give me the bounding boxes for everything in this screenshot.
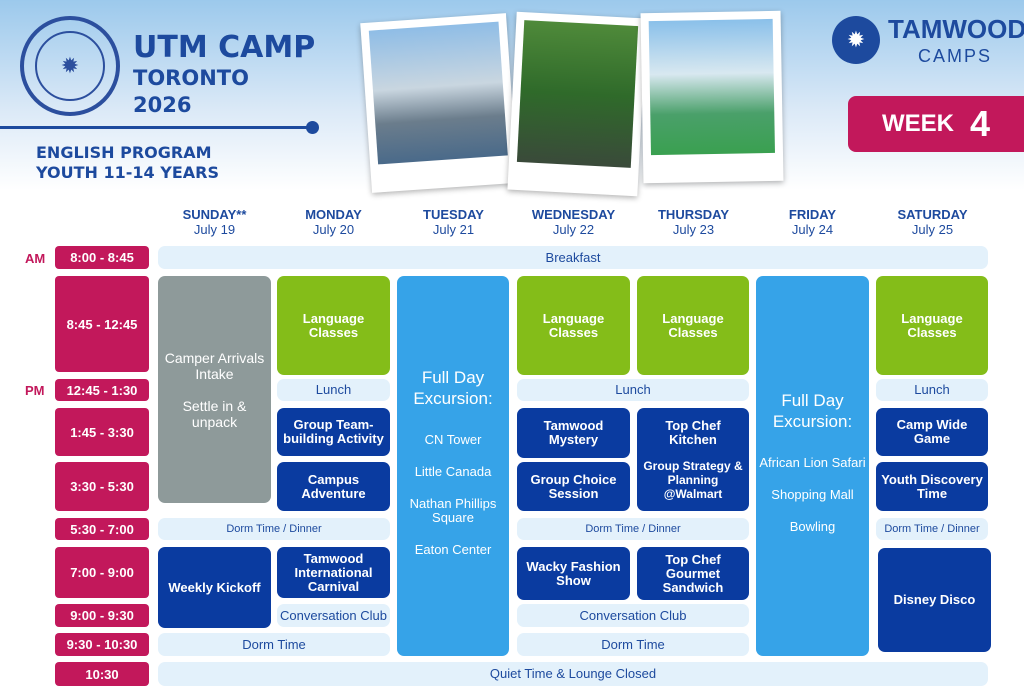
age-group: YOUTH 11-14 YEARS (36, 163, 219, 182)
wednesday-mystery: Tamwood Mystery (517, 408, 630, 458)
monday-campus-adventure: Campus Adventure (277, 462, 390, 511)
wednesday-group-choice: Group Choice Session (517, 462, 630, 511)
week-label: WEEK (881, 110, 954, 137)
photo-city-hall (360, 13, 518, 193)
saturday-language: Language Classes (876, 276, 988, 375)
week-badge: WEEK 4 (848, 96, 1024, 152)
monday-carnival: Tamwood International Carnival (277, 547, 390, 598)
time-slot: 10:30 (55, 662, 149, 686)
thursday-gourmet-sandwich: Top Chef Gourmet Sandwich (637, 547, 749, 600)
wed-thu-lunch: Lunch (517, 379, 749, 401)
sunday-weekly-kickoff: Weekly Kickoff (158, 547, 271, 628)
tuesday-excursion: Full Day Excursion: CN Tower Little Cana… (397, 276, 509, 656)
monday-lunch: Lunch (277, 379, 390, 401)
am-marker: AM (25, 251, 46, 266)
saturday-youth-discovery: Youth Discovery Time (876, 462, 988, 511)
pm-marker: PM (25, 383, 45, 398)
monday-team-building: Group Team-building Activity (277, 408, 390, 456)
time-slot: 7:00 - 9:00 (55, 547, 149, 598)
photo-group (507, 11, 647, 197)
brand-sub: CAMPS (918, 46, 993, 66)
photo-niagara (640, 10, 784, 184)
saturday-dorm-dinner: Dorm Time / Dinner (876, 518, 988, 540)
week-number: 4 (969, 103, 991, 144)
divider-line (0, 126, 312, 129)
brand-name: TAMWOOD (888, 14, 1024, 44)
saturday-camp-wide-game: Camp Wide Game (876, 408, 988, 456)
monday-conversation-club: Conversation Club (277, 604, 390, 627)
dorm-dinner-wed-thu: Dorm Time / Dinner (517, 518, 749, 540)
time-slot: 8:45 - 12:45 (55, 276, 149, 372)
quiet-time: Quiet Time & Lounge Closed (158, 662, 988, 686)
time-slot: 12:45 - 1:30 (55, 379, 149, 401)
time-slot: 3:30 - 5:30 (55, 462, 149, 511)
time-slot: 5:30 - 7:00 (55, 518, 149, 540)
program-name: ENGLISH PROGRAM (36, 143, 212, 162)
thursday-language: Language Classes (637, 276, 749, 375)
time-slot: 9:00 - 9:30 (55, 604, 149, 627)
city: TORONTO (133, 66, 249, 90)
time-slot: 8:00 - 8:45 (55, 246, 149, 269)
time-slot: 1:45 - 3:30 (55, 408, 149, 456)
friday-excursion: Full Day Excursion: African Lion Safari … (756, 276, 869, 656)
wednesday-language: Language Classes (517, 276, 630, 375)
dorm-time-wed-thu: Dorm Time (517, 633, 749, 656)
dorm-dinner-sun-mon: Dorm Time / Dinner (158, 518, 390, 540)
day-sunday: SUNDAY**July 19 (182, 207, 247, 237)
saturday-disney-disco: Disney Disco (878, 548, 991, 652)
divider-dot (306, 121, 319, 134)
wed-thu-conversation-club: Conversation Club (517, 604, 749, 627)
dorm-time-sun-mon: Dorm Time (158, 633, 390, 656)
wednesday-fashion-show: Wacky Fashion Show (517, 547, 630, 600)
monday-language: Language Classes (277, 276, 390, 375)
time-slot: 9:30 - 10:30 (55, 633, 149, 656)
tamwood-seal-logo: ✹ (20, 16, 120, 116)
tamwood-logo: ✹ (832, 16, 880, 64)
page-title: UTM CAMP (133, 30, 316, 65)
year: 2026 (133, 93, 192, 117)
breakfast: Breakfast (158, 246, 988, 269)
saturday-lunch: Lunch (876, 379, 988, 401)
